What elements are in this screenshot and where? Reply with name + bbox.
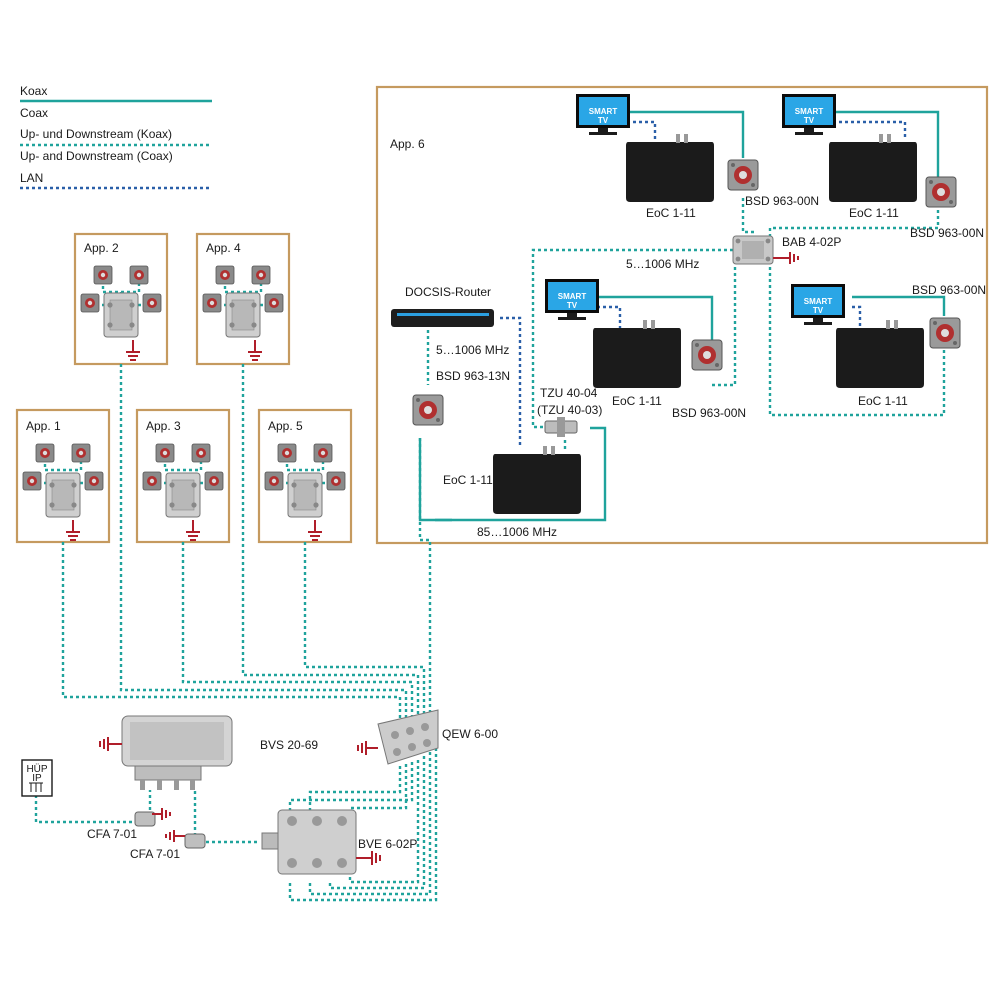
legend-lan: LAN	[20, 171, 43, 185]
bsd13-label: BSD 963-13N	[436, 369, 510, 383]
cfa-filter	[134, 808, 171, 827]
socket-icon	[204, 471, 224, 491]
apartment-2-equipment	[80, 265, 162, 361]
eoc-device-icon	[493, 446, 581, 514]
hup-ip-label: IP	[32, 773, 42, 784]
socket-icon	[277, 443, 297, 463]
eoc-device-icon	[593, 320, 681, 388]
splitter-icon	[45, 472, 81, 518]
apartment-2-label: App. 2	[84, 241, 119, 255]
socket-icon	[202, 293, 222, 313]
smart-tv-text: TV	[598, 116, 609, 125]
legend-koax-en: Coax	[20, 106, 48, 120]
splitter-icon	[287, 472, 323, 518]
apartment-4-label: App. 4	[206, 241, 241, 255]
eoc-label: EoC 1-11	[612, 394, 662, 408]
qew-splitter	[357, 709, 439, 765]
splitter-icon	[103, 292, 139, 338]
splitter-icon	[165, 472, 201, 518]
cfa-label: CFA 7-01	[130, 847, 180, 861]
socket-icon	[129, 265, 149, 285]
wall-socket-icon	[691, 339, 723, 371]
bve-tap	[261, 809, 381, 875]
socket-icon	[142, 471, 162, 491]
bsd00-label: BSD 963-00N	[912, 283, 986, 297]
apartment-6-label: App. 6	[390, 137, 425, 151]
socket-icon	[215, 265, 235, 285]
legend-koax-de: Koax	[20, 84, 47, 98]
docsis-router: DOCSIS-Router 5…1006 MHz	[391, 285, 509, 357]
wall-socket-icon	[727, 159, 759, 191]
eoc-freq-label: 85…1006 MHz	[477, 525, 557, 539]
socket-icon	[191, 443, 211, 463]
legend-updown-de: Up- und Downstream (Koax)	[20, 127, 172, 141]
bab-freq-label: 5…1006 MHz	[626, 257, 699, 271]
tzu-label: TZU 40-04	[540, 386, 598, 400]
bab-tap	[732, 235, 799, 265]
eoc-label: EoC 1-11	[858, 394, 908, 408]
wall-socket-icon	[925, 176, 957, 208]
socket-icon	[264, 471, 284, 491]
eoc-device-icon	[626, 134, 714, 202]
router-freq-label: 5…1006 MHz	[436, 343, 509, 357]
smart-tv-text: SMART	[558, 292, 587, 301]
apartment-6-frame	[375, 85, 989, 545]
socket-icon	[251, 265, 271, 285]
legend-updown-en: Up- and Downstream (Coax)	[20, 149, 173, 163]
socket-icon	[264, 293, 284, 313]
apartment-5-equipment	[264, 443, 346, 541]
socket-icon	[84, 471, 104, 491]
smart-tv-text: TV	[804, 116, 815, 125]
wall-socket-icon	[929, 317, 961, 349]
smart-tv-text: SMART	[804, 297, 833, 306]
eoc-label: EoC 1-11	[646, 206, 696, 220]
wall-socket-icon	[412, 394, 444, 426]
router-label: DOCSIS-Router	[405, 285, 491, 299]
socket-icon	[35, 443, 55, 463]
qew-label: QEW 6-00	[442, 727, 498, 741]
apartment-3-equipment	[142, 443, 224, 541]
legend: Koax Coax Up- und Downstream (Koax) Up- …	[20, 84, 212, 190]
socket-icon	[93, 265, 113, 285]
bsd00-label: BSD 963-00N	[745, 194, 819, 208]
apartment-5-label: App. 5	[268, 419, 303, 433]
eoc-device-icon	[829, 134, 917, 202]
tzu-alt-label: (TZU 40-03)	[537, 403, 602, 417]
socket-icon	[71, 443, 91, 463]
eoc-main-label: EoC 1-11	[443, 473, 493, 487]
apartment-4-equipment	[202, 265, 284, 361]
bsd00-label: BSD 963-00N	[672, 406, 746, 420]
smart-tv-text: SMART	[795, 107, 824, 116]
socket-icon	[326, 471, 346, 491]
cfa-label: CFA 7-01	[87, 827, 137, 841]
socket-icon	[142, 293, 162, 313]
smart-tv-text: SMART	[589, 107, 618, 116]
eoc-label: EoC 1-11	[849, 206, 899, 220]
bve-label: BVE 6-02P	[358, 837, 417, 851]
socket-icon	[313, 443, 333, 463]
apartment-1-label: App. 1	[26, 419, 61, 433]
hup-box	[21, 759, 53, 797]
smart-tv-text: TV	[567, 301, 578, 310]
socket-icon	[80, 293, 100, 313]
tzu-splitter	[544, 417, 578, 437]
bsd00-label: BSD 963-00N	[910, 226, 984, 240]
socket-icon	[22, 471, 42, 491]
cfa-filter	[165, 830, 206, 849]
bab-label: BAB 4-02P	[782, 235, 841, 249]
socket-icon	[155, 443, 175, 463]
bvs-amplifier	[99, 715, 233, 790]
smart-tv-text: TV	[813, 306, 824, 315]
apartment-6-connections	[418, 110, 946, 522]
apartment-1-equipment	[22, 443, 104, 541]
bvs-label: BVS 20-69	[260, 738, 318, 752]
hup-label: HÜP	[26, 763, 47, 775]
splitter-icon	[225, 292, 261, 338]
apartment-3-label: App. 3	[146, 419, 181, 433]
eoc-device-icon	[836, 320, 924, 388]
